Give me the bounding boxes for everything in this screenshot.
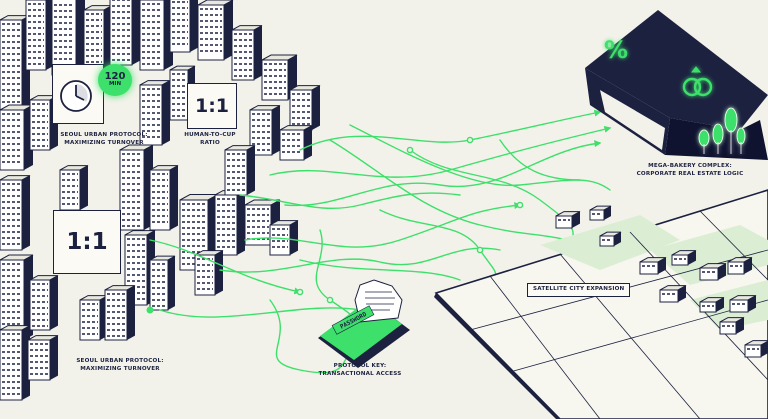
building (59, 165, 89, 211)
building (719, 317, 745, 335)
satellite-city-label: SATELLITE CITY EXPANSION (527, 283, 631, 297)
ratio-line2: RATIO (200, 139, 220, 146)
building (109, 0, 140, 66)
building (119, 144, 154, 231)
building (0, 175, 31, 251)
route-node (476, 246, 484, 254)
route-line (299, 109, 602, 151)
building (744, 340, 768, 358)
route-line (499, 139, 581, 181)
seoul-lower-line2: MAXIMIZING TURNOVER (80, 365, 160, 372)
building (149, 255, 176, 311)
seoul-upper-line2: MAXIMIZING TURNOVER (64, 139, 144, 146)
building (79, 295, 109, 341)
satellite-city-platform (434, 189, 768, 419)
building (269, 220, 299, 256)
bakery-line2: CORPORATE REAL ESTATE LOGIC (636, 170, 744, 177)
building (224, 145, 256, 196)
building (231, 25, 263, 81)
route-line (349, 124, 611, 191)
building (729, 295, 757, 313)
clock-icon (60, 80, 92, 112)
building (27, 335, 59, 381)
building (29, 275, 59, 331)
route-node (466, 136, 474, 144)
building (104, 285, 136, 341)
building (639, 257, 667, 275)
route-line (269, 299, 356, 374)
ratio-value-top: 1:1 (194, 95, 230, 117)
rings-icon (682, 66, 713, 97)
building (139, 80, 171, 146)
clock-minutes-badge: 120 MIN (98, 64, 132, 96)
building (197, 0, 234, 61)
building (149, 165, 179, 231)
route-node (146, 306, 154, 314)
route-node (516, 201, 524, 209)
percent-icon: % (604, 36, 628, 64)
route-line (149, 239, 302, 295)
clock-card (52, 64, 104, 124)
seoul-upper-line1: SEOUL URBAN PROTOCOL: (60, 132, 148, 138)
clock-minutes-value: 120 (104, 71, 126, 83)
protocol-key-line1: PROTOCOL KEY: (333, 363, 387, 369)
building (169, 0, 198, 53)
route-node (296, 288, 304, 296)
building (0, 15, 31, 111)
building (279, 125, 313, 161)
route-line (329, 139, 602, 256)
ratio-value-large: 1:1 (66, 229, 108, 255)
route-node (406, 146, 414, 154)
ratio-card-top: 1:1 (187, 83, 237, 129)
building (249, 105, 281, 156)
building (659, 285, 687, 303)
building (194, 250, 224, 296)
route-line (239, 192, 461, 210)
mega-bakery-complex: % (585, 10, 768, 160)
building (25, 0, 54, 71)
bakery-label: MEGA-BAKERY COMPLEX: CORPORATE REAL ESTA… (620, 163, 760, 178)
clock-minutes-unit: MIN (108, 81, 122, 88)
building (51, 0, 85, 76)
building (0, 104, 34, 171)
bakery-line1: MEGA-BAKERY COMPLEX: (648, 163, 732, 169)
building (727, 257, 753, 275)
building (671, 250, 697, 266)
satellite-buildings (555, 205, 768, 358)
route-line (159, 307, 361, 318)
building (555, 211, 581, 229)
tree-icon (698, 107, 746, 154)
receipt-icon: PASSWORD (318, 279, 410, 368)
building (169, 65, 196, 121)
route-line (219, 247, 501, 273)
building (0, 325, 31, 401)
protocol-key-line2: TRANSACTIONAL ACCESS (318, 370, 402, 377)
building (589, 205, 612, 221)
building (139, 0, 173, 71)
ratio-line1: HUMAN-TO-CUP (184, 132, 236, 138)
route-line (269, 125, 612, 178)
route-line (284, 140, 602, 207)
building (289, 85, 321, 131)
ratio-card-large: 1:1 (53, 210, 121, 274)
dense-city-blocks (0, 0, 321, 401)
building (599, 231, 622, 247)
protocol-key-label: PROTOCOL KEY: TRANSACTIONAL ACCESS (310, 363, 410, 378)
building (214, 190, 246, 256)
route-line (299, 259, 461, 281)
building (699, 263, 727, 281)
seoul-lower-line1: SEOUL URBAN PROTOCOL: (76, 358, 164, 364)
satellite-line: SATELLITE CITY EXPANSION (533, 286, 625, 292)
building (83, 5, 113, 71)
ratio-label: HUMAN-TO-CUP RATIO (170, 132, 250, 147)
route-line (244, 202, 522, 248)
seoul-protocol-label-lower: SEOUL URBAN PROTOCOL: MAXIMIZING TURNOVE… (60, 358, 180, 373)
route-node (326, 296, 334, 304)
seoul-protocol-label-upper: SEOUL URBAN PROTOCOL: MAXIMIZING TURNOVE… (44, 132, 164, 147)
building (699, 297, 725, 313)
